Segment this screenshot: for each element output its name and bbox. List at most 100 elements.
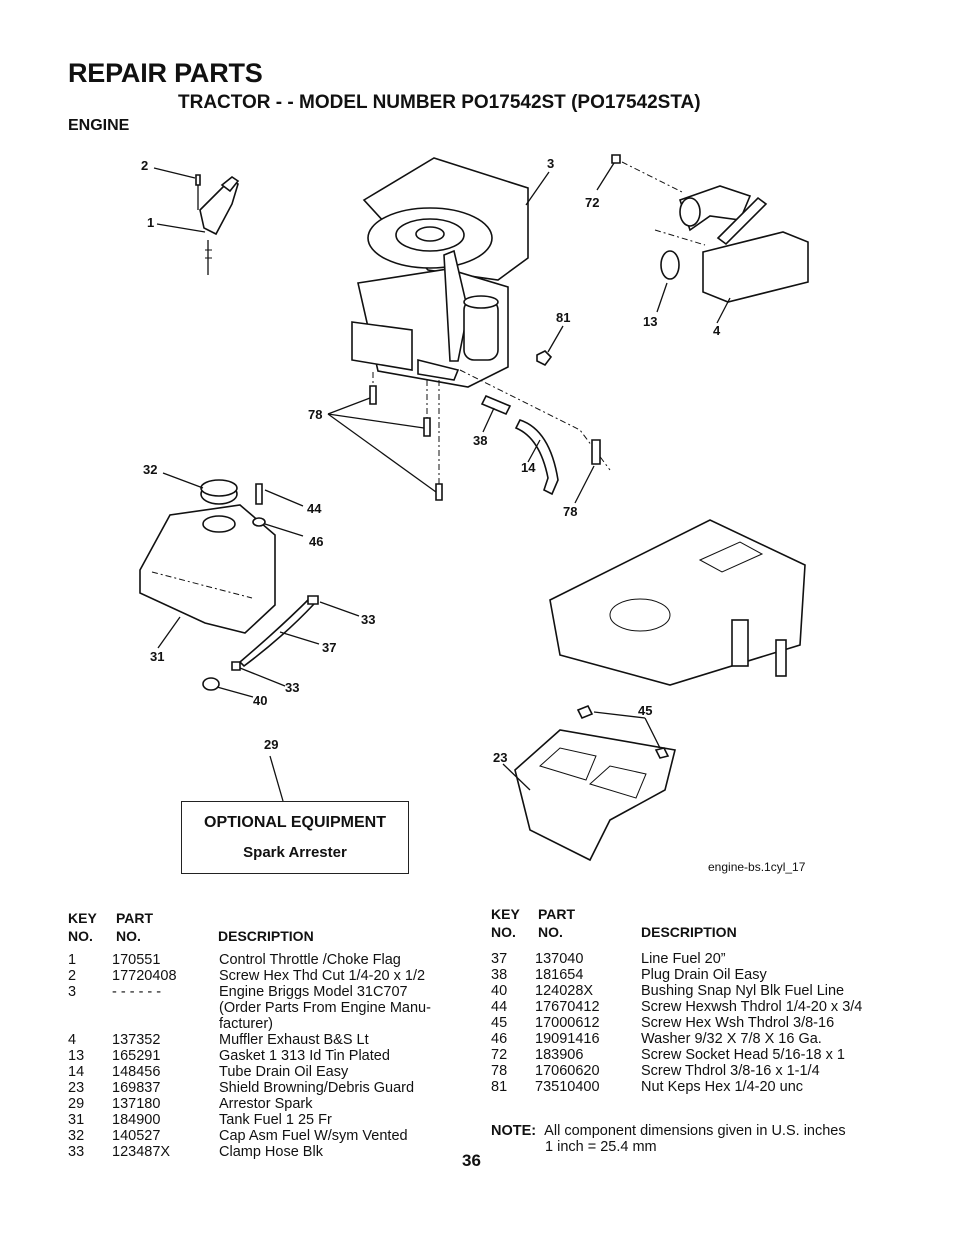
key-number: 38 [491,967,508,983]
key-number: 14 [68,1064,85,1080]
part-number: 165291 [112,1048,161,1064]
part-description: Shield Browning/Debris Guard [219,1080,415,1096]
key-number: 72 [491,1047,508,1063]
callout-78-engine: 78 [308,407,323,422]
part-number: 17000612 [535,1015,600,1031]
callout-1: 1 [147,215,155,230]
callout-44: 44 [307,501,322,516]
key-number: 3 [68,984,77,1000]
parts-table-right: 37 137040 Line Fuel 20” 38 181654 Plug Drain … [491,951,891,1095]
part-number: 123487X [112,1144,171,1160]
part-description: Screw Thdrol 3/8-16 x 1-1/4 [641,1063,820,1079]
table-row: 29 137180 Arrestor Spark [68,1096,458,1112]
part-number: 183906 [535,1047,584,1063]
callout-38: 38 [473,433,488,448]
note-line-1: All component dimensions given in U.S. i… [544,1123,846,1139]
part-description: Gasket 1 313 Id Tin Plated [219,1048,390,1064]
callout-37: 37 [322,640,337,655]
callout-78-side: 78 [563,504,578,519]
key-number: 37 [491,951,508,967]
part-number: 17720408 [112,968,177,984]
table-row: 37 137040 Line Fuel 20” [491,951,891,967]
part-description: Clamp Hose Blk [219,1144,323,1160]
key-number: 1 [68,952,77,968]
part-description: Cap Asm Fuel W/sym Vented [219,1128,408,1144]
part-description: Nut Keps Hex 1/4-20 unc [641,1079,804,1095]
part-description: Muffler Exhaust B&S Lt [219,1032,369,1048]
image-code: engine-bs.1cyl_17 [708,860,806,874]
callout-2: 2 [141,158,149,173]
engine-drawing [351,157,529,388]
part-description: Plug Drain Oil Easy [641,967,767,983]
part-number: 137180 [112,1096,161,1112]
part-number: - - - - - - [112,984,162,1000]
part-description: Line Fuel 20” [641,951,726,967]
part-description: Screw Hex Wsh Thdrol 3/8-16 [641,1015,835,1031]
part-description: Screw Hexwsh Thdrol 1/4-20 x 3/4 [641,999,863,1015]
note-line-2: 1 inch = 25.4 mm [545,1139,657,1155]
key-number: 40 [491,983,508,999]
left-header-description: DESCRIPTION [218,928,314,944]
right-header-key: KEY [491,906,520,922]
nut-drawing [536,350,553,367]
part-number: 137040 [535,951,584,967]
optional-equipment-title: OPTIONAL EQUIPMENT [204,814,386,831]
optional-equipment-item: Spark Arrester [243,844,347,861]
right-header-key-no: NO. [491,924,516,940]
part-description: Tank Fuel 1 25 Fr [219,1112,332,1128]
page-title: REPAIR PARTS [68,58,263,88]
key-number: 45 [491,1015,508,1031]
part-number: 181654 [535,967,584,983]
part-description: facturer) [219,1016,273,1032]
table-row-continuation: (Order Parts From Engine Manu- [68,1000,458,1016]
optional-equipment-box: OPTIONAL EQUIPMENT Spark Arrester [181,801,409,874]
key-number: 23 [68,1080,85,1096]
callout-40: 40 [253,693,268,708]
callout-81: 81 [556,310,571,325]
page-subtitle: TRACTOR - - MODEL NUMBER PO17542ST (PO17… [178,92,701,113]
callout-45: 45 [638,703,653,718]
part-description: Engine Briggs Model 31C707 [219,984,408,1000]
right-header-part: PART [538,906,576,922]
part-description: Arrestor Spark [219,1096,313,1112]
part-description: Tube Drain Oil Easy [219,1064,349,1080]
part-description: Washer 9/32 X 7/8 X 16 Ga. [641,1031,822,1047]
part-description: Control Throttle /Choke Flag [219,952,401,968]
part-number: 17060620 [535,1063,600,1079]
callout-29: 29 [264,737,279,752]
table-row: 38 181654 Plug Drain Oil Easy [491,967,891,983]
table-row: 1 170551 Control Throttle /Choke Flag [68,952,458,968]
part-description: Screw Hex Thd Cut 1/4-20 x 1/2 [219,968,426,984]
right-header-description: DESCRIPTION [641,924,737,940]
callout-46: 46 [309,534,324,549]
left-header-part-no: NO. [116,928,141,944]
part-number: 19091416 [535,1031,600,1047]
parts-table-left: 1 170551 Control Throttle /Choke Flag 2 1772… [68,952,458,1160]
fuel-line-drawing [238,596,316,668]
frame-drawing [549,519,806,686]
key-number: 4 [68,1032,77,1048]
section-title: ENGINE [68,117,130,134]
part-number: 170551 [112,952,161,968]
callout-13: 13 [643,314,658,329]
table-row: 14 148456 Tube Drain Oil Easy [68,1064,458,1080]
key-number: 13 [68,1048,85,1064]
callout-31: 31 [150,649,165,664]
page-number: 36 [462,1151,481,1170]
table-row: 13 165291 Gasket 1 313 Id Tin Plated [68,1048,458,1064]
part-number: 140527 [112,1128,161,1144]
table-row: 45 17000612 Screw Hex Wsh Thdrol 3/8-16 [491,1015,891,1031]
callout-72: 72 [585,195,600,210]
key-number: 2 [68,968,77,984]
table-row-continuation: facturer) [68,1016,458,1032]
key-number: 29 [68,1096,85,1112]
part-number: 148456 [112,1064,161,1080]
